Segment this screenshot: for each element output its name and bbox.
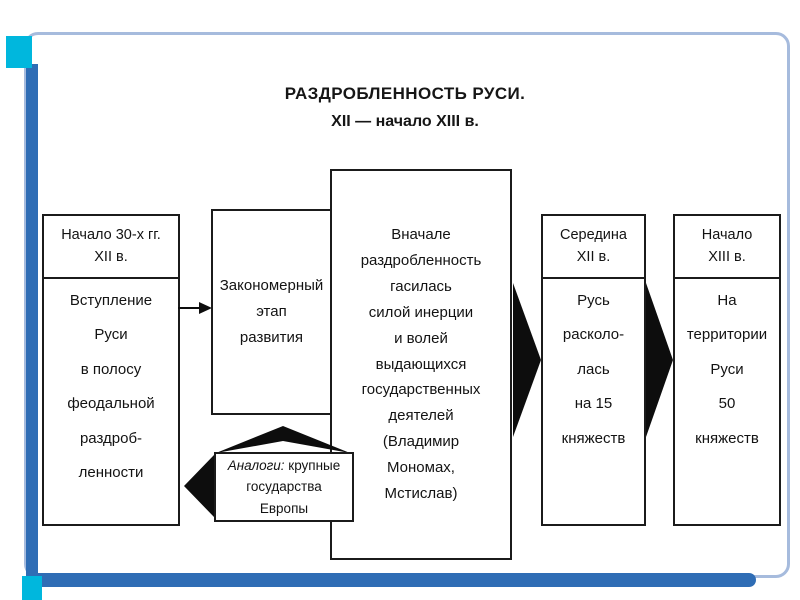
top-cyan-accent [6, 36, 32, 68]
bottom-accent-bar [38, 573, 756, 587]
box-natural-stage: Закономерный этап развития [211, 209, 332, 415]
slide-subtitle: XII — начало XIII в. [331, 113, 479, 130]
big-arrow-right-1-icon [513, 283, 541, 437]
box-start-body: Вступление Руси в полосу феодальной разд… [67, 291, 155, 482]
box-early-13th: Начало XIII в. На территории Руси 50 кня… [673, 214, 781, 526]
box-start-period: Начало 30-х гг. XII в. Вступление Руси в… [42, 214, 180, 526]
left-arrow-icon [184, 455, 214, 517]
big-arrow-right-2-icon [646, 283, 673, 437]
box-analogies: Аналоги: крупные государства Европы [214, 452, 354, 522]
left-accent-bar [26, 64, 38, 600]
analogies-label: Аналоги: [227, 457, 285, 473]
box-early-13th-body: На территории Руси 50 княжеств [686, 291, 768, 447]
analogies-rest: крупные государства Европы [246, 457, 341, 516]
bottom-cyan-accent [22, 576, 42, 600]
box-early-13th-header: Начало XIII в. [675, 216, 779, 279]
analogies-text: Аналоги: крупные государства Европы [228, 455, 341, 520]
box-mid-12th-header: Середина XII в. [543, 216, 644, 279]
up-arrow-icon [216, 426, 350, 453]
slide-title: РАЗДРОБЛЕННОСТЬ РУСИ. [284, 84, 526, 103]
slide-title-block: РАЗДРОБЛЕННОСТЬ РУСИ. XII — начало XIII … [180, 84, 630, 131]
box-mid-12th-body: Русь расколо- лась на 15 княжеств [561, 291, 626, 447]
arrow-right-icon [178, 300, 212, 316]
box-mid-12th: Середина XII в. Русь расколо- лась на 15… [541, 214, 646, 526]
box-inertia: Вначале раздробленность гасилась силой и… [330, 169, 512, 560]
box-start-header: Начало 30-х гг. XII в. [44, 216, 178, 279]
